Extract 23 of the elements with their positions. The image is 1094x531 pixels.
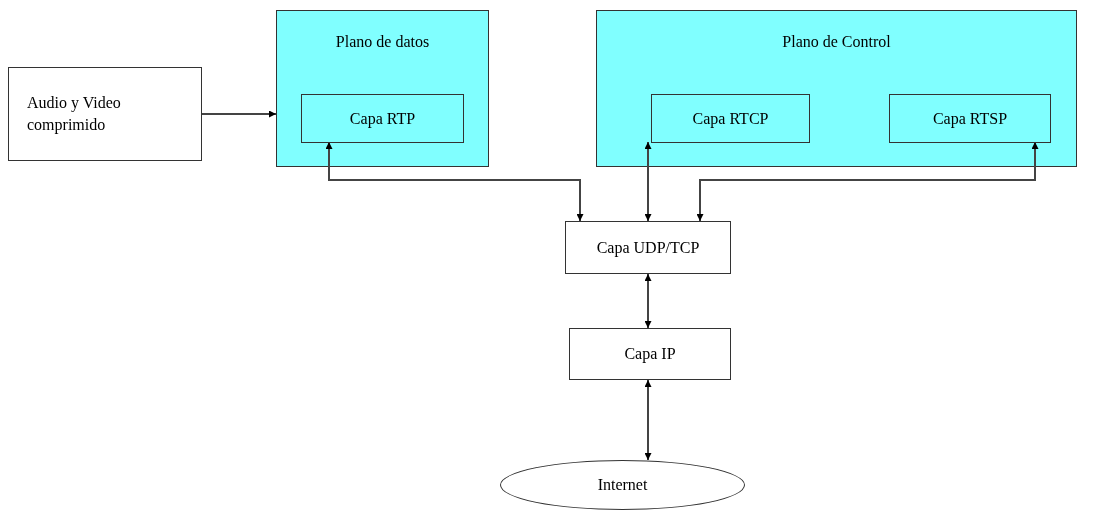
layer-box: [651, 94, 810, 143]
arrow: [644, 141, 652, 222]
layer-box: [565, 221, 731, 274]
node-label: Plano de Control: [781, 32, 892, 52]
node-label: Plano de datos: [334, 32, 431, 52]
arrow: [644, 379, 652, 461]
arrow: [325, 141, 584, 222]
layer-box: [569, 328, 731, 380]
node-label: Audio y Video comprimido: [26, 93, 122, 136]
node-label: Capa UDP/TCP: [595, 237, 701, 259]
arrow: [644, 273, 652, 329]
plane-panel: [596, 10, 1077, 167]
arrow: [201, 110, 277, 118]
plane-panel: [276, 10, 489, 167]
layer-box: [8, 67, 202, 161]
layer-box: [301, 94, 464, 143]
arrow: [696, 141, 1039, 222]
node-label: Capa RTSP: [931, 108, 1009, 130]
node-label: Capa RTP: [348, 108, 417, 130]
node-label: Capa RTCP: [691, 108, 770, 130]
node-label: Capa IP: [623, 344, 677, 365]
layer-box: [889, 94, 1051, 143]
node-label: Internet: [596, 475, 649, 496]
